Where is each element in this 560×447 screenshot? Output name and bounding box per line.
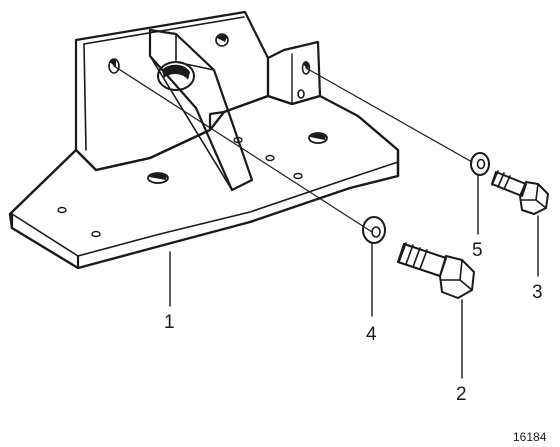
- assembly-axis-line: [305, 67, 473, 163]
- bolt-hole: [308, 132, 328, 144]
- callout-2: 2: [456, 384, 467, 405]
- bolt-lower: [397, 242, 475, 299]
- bolt-hole: [233, 136, 243, 144]
- bolt-hole: [297, 89, 305, 99]
- bolt-hole: [293, 172, 303, 180]
- assembly-axis-line: [113, 65, 373, 233]
- washer-lower: [362, 216, 386, 244]
- bolt-hole: [91, 230, 101, 238]
- washer-upper: [470, 152, 490, 176]
- bolt-hole: [301, 61, 311, 75]
- bolt-upper: [491, 170, 549, 215]
- mounting-bracket: [8, 10, 400, 270]
- callout-5: 5: [472, 240, 483, 261]
- callout-1: 1: [164, 312, 175, 333]
- bolt-hole: [147, 172, 169, 184]
- bolt-hole: [215, 33, 229, 47]
- callout-4: 4: [366, 324, 377, 345]
- figure-reference-number: 16184: [513, 430, 547, 444]
- callout-3: 3: [532, 282, 543, 303]
- bolt-hole: [265, 154, 275, 162]
- bolt-hole: [57, 206, 67, 214]
